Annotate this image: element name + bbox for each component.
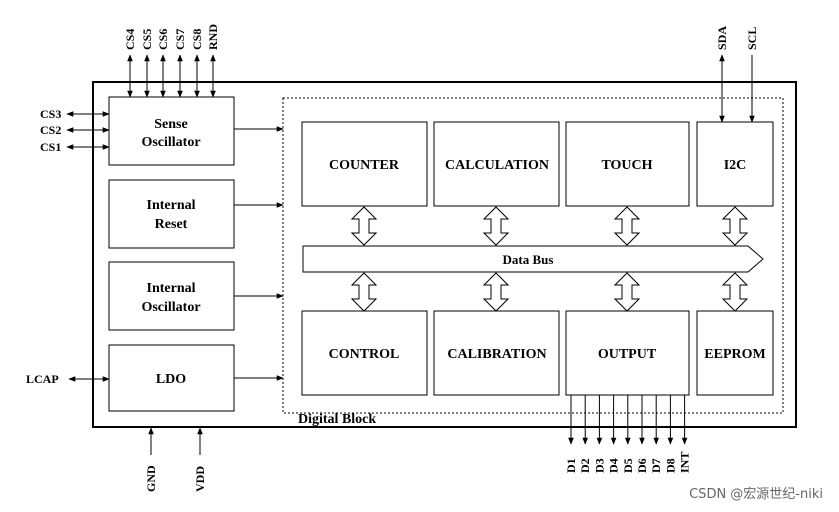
pin-label: CS3 — [40, 107, 61, 121]
pin-label: CS1 — [40, 140, 61, 154]
pin-label: D1 — [564, 458, 578, 473]
pin-cs6: CS6 — [156, 29, 170, 98]
pin-label: D7 — [649, 458, 663, 473]
top-pins-right: SDA SCL — [715, 26, 759, 123]
pin-label: D6 — [635, 458, 649, 473]
eeprom-block: EEPROM — [696, 310, 774, 396]
pin-label: CS4 — [123, 29, 137, 50]
pin-label: RND — [206, 24, 220, 50]
touch-block: TOUCH — [565, 121, 690, 207]
pin-cs7: CS7 — [173, 29, 187, 98]
pin-label: SCL — [745, 27, 759, 50]
pin-d8: D8 — [663, 395, 677, 473]
pin-d7: D7 — [649, 395, 663, 473]
pin-d3: D3 — [592, 395, 606, 473]
svg-text:Oscillator: Oscillator — [141, 135, 200, 150]
pin-d1: D1 — [564, 395, 578, 473]
pin-label: CS6 — [156, 29, 170, 50]
internal-reset-block: Internal Reset — [108, 179, 235, 249]
i2c-block: I2C — [696, 121, 774, 207]
output-block: OUTPUT — [565, 310, 690, 396]
pin-cs1: CS1 — [40, 140, 110, 154]
pin-gnd: GND — [144, 427, 158, 492]
pin-int: INT — [678, 395, 692, 473]
svg-text:TOUCH: TOUCH — [601, 158, 652, 173]
pin-cs5: CS5 — [140, 29, 154, 98]
svg-text:COUNTER: COUNTER — [329, 158, 400, 173]
pin-label: CS8 — [190, 29, 204, 50]
svg-text:CALIBRATION: CALIBRATION — [447, 347, 546, 362]
pin-label: SDA — [715, 26, 729, 50]
pin-d5: D5 — [621, 395, 635, 473]
data-bus: Data Bus — [302, 245, 764, 273]
svg-text:CONTROL: CONTROL — [329, 347, 400, 362]
ldo-block: LDO — [108, 344, 235, 412]
lcap-pin: LCAP — [26, 372, 110, 386]
pin-scl: SCL — [745, 27, 759, 123]
watermark-text: CSDN @宏源世纪-niki — [689, 487, 823, 502]
svg-text:EEPROM: EEPROM — [704, 347, 765, 362]
bus-arrow-top-3 — [613, 206, 641, 246]
internal-oscillator-block: Internal Oscillator — [108, 261, 235, 331]
pin-label: D8 — [663, 458, 677, 473]
pin-label: D2 — [578, 458, 592, 473]
calculation-block: CALCULATION — [433, 121, 560, 207]
chip-outline — [92, 81, 797, 428]
bus-arrow-bottom-4 — [721, 272, 749, 312]
pin-label: D5 — [621, 458, 635, 473]
pin-d6: D6 — [635, 395, 649, 473]
calibration-block: CALIBRATION — [433, 310, 560, 396]
pin-d4: D4 — [607, 395, 621, 473]
pin-vdd: VDD — [193, 427, 207, 492]
svg-text:Internal: Internal — [147, 281, 196, 296]
pin-label: CS7 — [173, 29, 187, 50]
svg-text:LCAP: LCAP — [26, 372, 59, 386]
svg-text:LDO: LDO — [156, 372, 186, 387]
pin-sda: SDA — [715, 26, 729, 123]
pin-label: CS2 — [40, 123, 61, 137]
svg-text:CALCULATION: CALCULATION — [445, 158, 549, 173]
svg-text:Data Bus: Data Bus — [503, 252, 554, 267]
sense-oscillator-block: Sense Oscillator — [108, 96, 235, 166]
counter-block: COUNTER — [301, 121, 428, 207]
pin-label: CS5 — [140, 29, 154, 50]
pin-rnd: RND — [206, 24, 220, 98]
control-block: CONTROL — [301, 310, 428, 396]
bottom-pins-left: GND VDD — [144, 427, 207, 492]
svg-text:Reset: Reset — [155, 217, 188, 232]
bus-arrow-bottom-3 — [613, 272, 641, 312]
pin-cs8: CS8 — [190, 29, 204, 98]
svg-text:I2C: I2C — [724, 158, 747, 173]
svg-text:Sense: Sense — [154, 117, 187, 132]
pin-d2: D2 — [578, 395, 592, 473]
pin-cs4: CS4 — [123, 29, 137, 98]
pin-label: INT — [678, 452, 692, 473]
svg-text:OUTPUT: OUTPUT — [598, 347, 657, 362]
bus-connector-arrows — [350, 206, 749, 312]
bus-arrow-bottom-1 — [350, 272, 378, 312]
pin-label: D3 — [592, 458, 606, 473]
bus-arrow-top-1 — [350, 206, 378, 246]
digital-block-label: Digital Block — [298, 412, 376, 427]
pin-cs2: CS2 — [40, 123, 110, 137]
svg-text:Internal: Internal — [147, 198, 196, 213]
pin-label: GND — [144, 465, 158, 492]
bus-arrow-bottom-2 — [482, 272, 510, 312]
bus-arrow-top-2 — [482, 206, 510, 246]
svg-text:Oscillator: Oscillator — [141, 300, 200, 315]
bus-arrow-top-4 — [721, 206, 749, 246]
pin-label: VDD — [193, 466, 207, 492]
digital-block-outline — [282, 97, 784, 414]
pin-label: D4 — [607, 458, 621, 473]
pin-cs3: CS3 — [40, 107, 110, 121]
